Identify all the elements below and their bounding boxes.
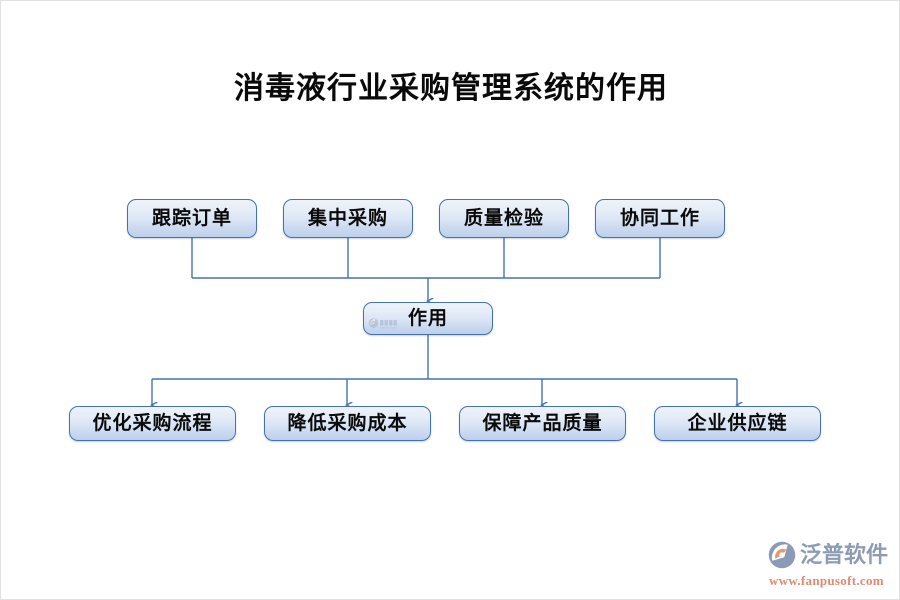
node-output-2[interactable]: 降低采购成本 xyxy=(264,406,431,441)
node-label: 企业供应链 xyxy=(687,413,788,434)
node-output-1[interactable]: 优化采购流程 xyxy=(69,406,236,441)
node-input-4[interactable]: 协同工作 xyxy=(595,199,725,238)
node-output-3[interactable]: 保障产品质量 xyxy=(459,406,626,441)
node-label: 作用 xyxy=(407,308,448,329)
node-input-1[interactable]: 跟踪订单 xyxy=(127,199,257,238)
node-output-4[interactable]: 企业供应链 xyxy=(654,406,821,441)
node-label: 质量检验 xyxy=(463,208,544,229)
brand-url: www.fanpusoft.com xyxy=(769,573,884,588)
brand-row: 泛普软件 xyxy=(767,539,891,571)
node-label: 跟踪订单 xyxy=(151,208,232,229)
node-label: 集中采购 xyxy=(307,208,388,229)
node-input-2[interactable]: 集中采购 xyxy=(283,199,413,238)
fanpusoft-logo-icon xyxy=(768,541,796,569)
node-input-3[interactable]: 质量检验 xyxy=(439,199,569,238)
brand-name: 泛普软件 xyxy=(800,542,889,567)
node-center[interactable]: 作用 xyxy=(363,302,493,335)
node-label: 降低采购成本 xyxy=(287,413,408,434)
node-label: 协同工作 xyxy=(619,208,700,229)
node-label: 保障产品质量 xyxy=(482,413,603,434)
page-title: 消毒液行业采购管理系统的作用 xyxy=(234,72,668,105)
node-label: 优化采购流程 xyxy=(92,413,213,434)
brand-logo: 泛普软件 www.fanpusoft.com xyxy=(767,539,891,591)
